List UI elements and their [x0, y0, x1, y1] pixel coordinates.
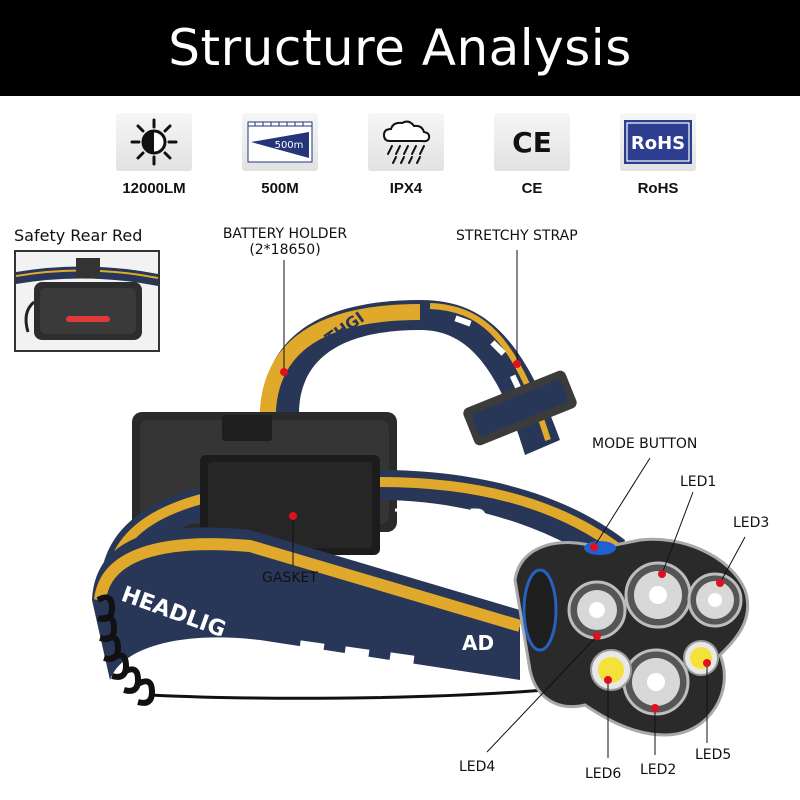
- front-headband-marks: [299, 640, 415, 665]
- strap-buckle-inner: [472, 380, 568, 436]
- back-headband-text: THGILD: [395, 506, 487, 531]
- front-headband-yellow: [94, 538, 522, 632]
- top-strap: [261, 300, 560, 455]
- callout-dots: [280, 360, 724, 712]
- ce-mark-icon: CE: [512, 126, 552, 159]
- rohs-badge: RoHS: [620, 113, 696, 171]
- gasket-pad-face: [208, 462, 372, 548]
- svg-text:500m: 500m: [275, 140, 304, 151]
- battery-holder-clip: [222, 415, 272, 441]
- battery-holder-callout: BATTERY HOLDER (2*18650): [222, 226, 348, 258]
- led4-callout: LED4: [459, 759, 496, 775]
- cable: [149, 688, 546, 700]
- gasket-callout: GASKET: [262, 570, 318, 586]
- led5-callout: LED5: [695, 747, 732, 763]
- rear-light-illustration: [16, 252, 158, 350]
- distance-icon: 500m: [247, 121, 313, 163]
- led2-callout: LED2: [640, 762, 677, 778]
- led3-callout: LED3: [733, 515, 770, 531]
- rear-light-title: Safety Rear Red: [14, 226, 143, 245]
- rohs-icon: RoHS: [624, 120, 692, 164]
- stretchy-strap-callout: STRETCHY STRAP: [456, 228, 578, 244]
- brightness-badge: [116, 113, 192, 171]
- led-cob-lamps: [590, 640, 719, 691]
- ce-label: CE: [521, 180, 543, 197]
- led6-callout: LED6: [585, 766, 622, 782]
- front-headband: [92, 527, 520, 680]
- callout-lines: [283, 250, 746, 758]
- distance-label: 500M: [261, 180, 299, 197]
- svg-text:CE: CE: [512, 126, 552, 159]
- rain-icon: [382, 120, 431, 164]
- top-strap-yellow-band: [259, 304, 421, 431]
- led1-callout: LED1: [680, 474, 717, 490]
- led-xpe-lamps: [567, 561, 743, 716]
- lamp-side-ring: [522, 568, 558, 652]
- mode-button-callout: MODE BUTTON: [592, 436, 698, 452]
- mode-button[interactable]: [584, 541, 616, 555]
- rear-light-inset: [14, 250, 160, 352]
- distance-badge: 500m: [242, 113, 318, 171]
- front-headband-text-2: AD: [462, 631, 494, 655]
- svg-text:RoHS: RoHS: [631, 133, 685, 154]
- waterproof-label: IPX4: [389, 180, 423, 197]
- coiled-cable: [96, 594, 156, 706]
- rain-badge: [368, 113, 444, 171]
- brightness-icon: [130, 118, 178, 166]
- page-title: Structure Analysis: [168, 19, 632, 77]
- ce-badge: CE: [494, 113, 570, 171]
- rohs-label: RoHS: [637, 180, 679, 197]
- header-banner: Structure Analysis: [0, 0, 800, 96]
- brightness-label: 12000LM: [122, 180, 186, 197]
